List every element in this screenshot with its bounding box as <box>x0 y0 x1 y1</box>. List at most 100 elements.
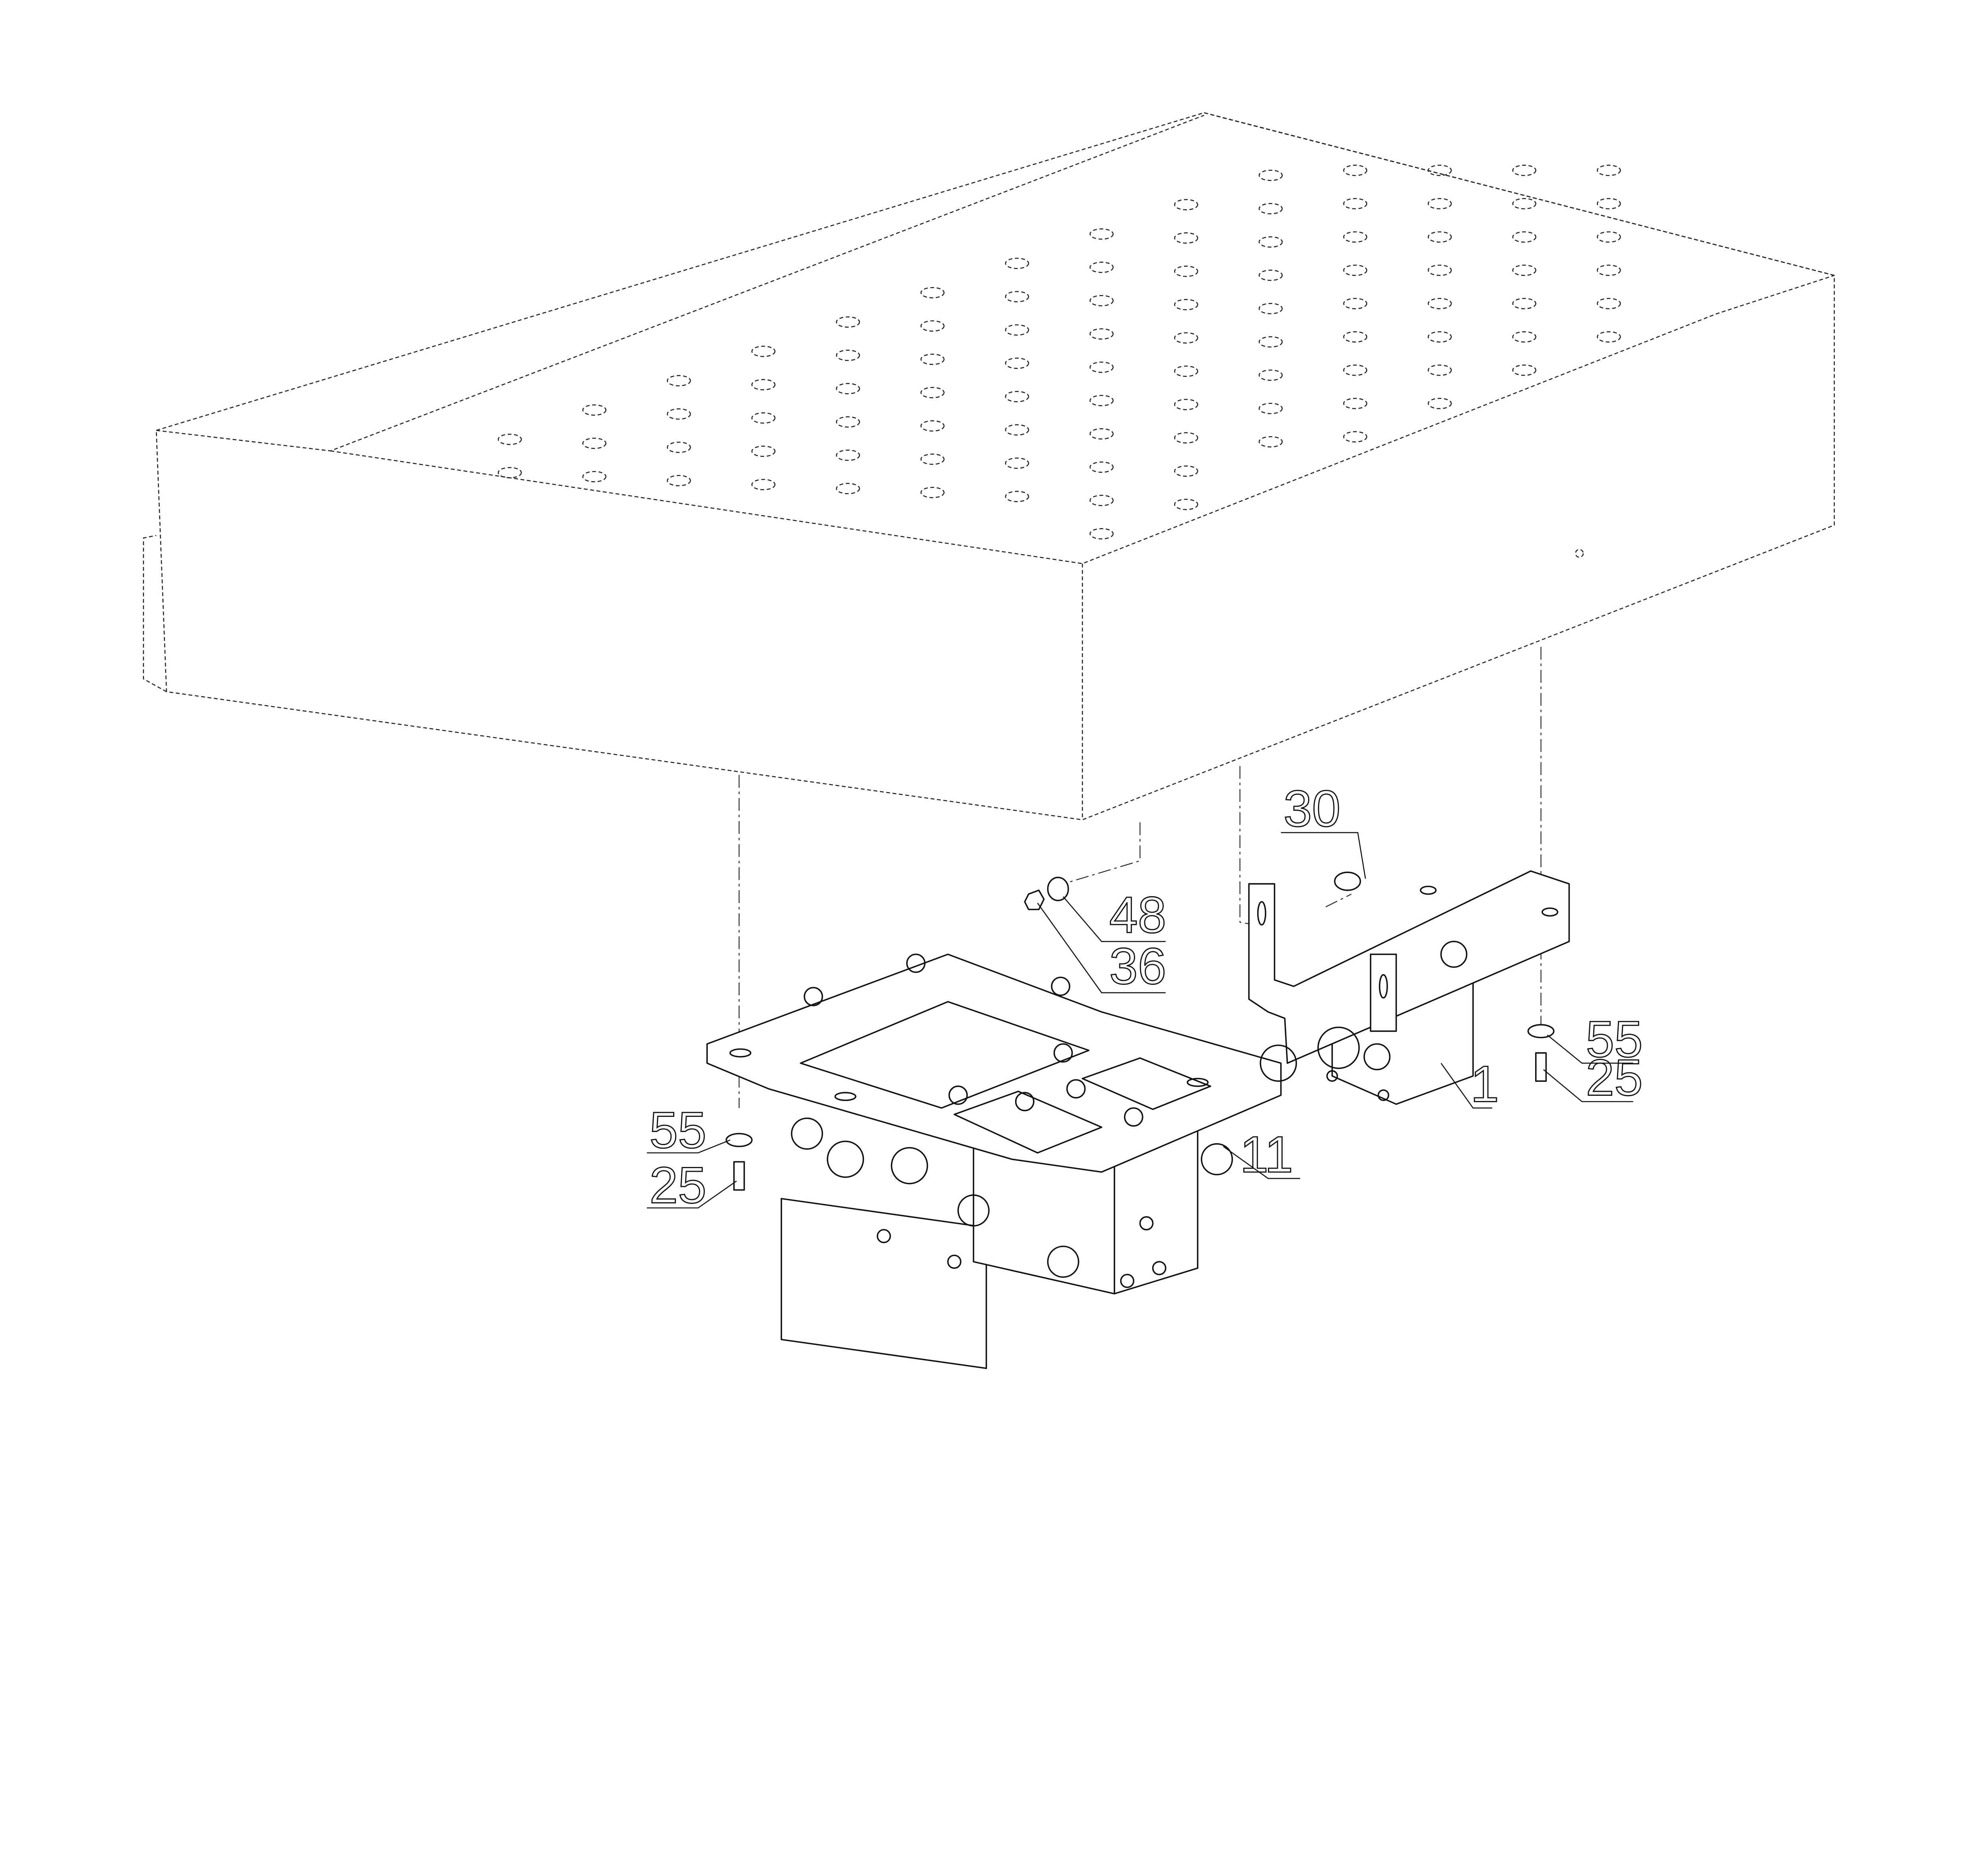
tray-hole <box>836 416 860 428</box>
tray-hole <box>1005 324 1029 336</box>
tray-hole <box>920 320 945 332</box>
tray-hole <box>836 483 860 494</box>
tray-hole <box>1089 495 1114 506</box>
tray-hole <box>1427 298 1452 309</box>
tray-hole <box>1089 528 1114 540</box>
tray-hole <box>1512 298 1537 309</box>
callout-25-right: 25 <box>1586 1049 1642 1107</box>
tray-hole <box>1343 364 1367 376</box>
screw-30 <box>1334 872 1361 891</box>
tray-hole <box>1512 165 1537 176</box>
tray-hole <box>920 487 945 498</box>
tray-hole <box>1089 361 1114 373</box>
tray-hole <box>1258 336 1283 348</box>
tray-hole <box>1597 231 1621 243</box>
tray-hole <box>1343 431 1367 443</box>
tray-hole <box>751 479 776 490</box>
tray-hole <box>1174 199 1198 210</box>
tray-hole <box>582 404 607 416</box>
tray-hole <box>1174 499 1198 510</box>
valve-manifold-assembly-11 <box>706 953 1282 1369</box>
tray-hole <box>667 441 691 453</box>
tray-hole <box>1258 403 1283 414</box>
tray-hole <box>497 467 522 478</box>
tray-hole <box>1089 295 1114 307</box>
tray-hole <box>1005 357 1029 369</box>
callout-1: 1 <box>1470 1056 1499 1113</box>
screw-25-right <box>1535 1052 1547 1082</box>
tray-hole <box>1427 264 1452 276</box>
tray-perforation-holes <box>497 165 1621 540</box>
tray-hole <box>1512 364 1537 376</box>
tray-hole <box>1258 236 1283 248</box>
tray-hole <box>1005 457 1029 469</box>
callout-36: 36 <box>1109 938 1166 995</box>
tray-hole <box>1427 398 1452 409</box>
tray-hole <box>1597 264 1621 276</box>
tray-hole <box>1343 264 1367 276</box>
tray-hole <box>751 379 776 390</box>
washer-55-left <box>725 1133 753 1147</box>
callout-55-right: 55 <box>1586 1011 1642 1068</box>
tray-hole <box>1512 331 1537 343</box>
callout-55-left: 55 <box>649 1102 706 1159</box>
tray-hole <box>920 353 945 365</box>
tray-hole <box>1089 328 1114 340</box>
tray-hole <box>497 433 522 445</box>
tray-hole <box>1258 303 1283 315</box>
tray-hole <box>1005 491 1029 502</box>
tray-hole <box>1089 428 1114 440</box>
tray-hole <box>1089 228 1114 240</box>
tray-hole <box>751 412 776 424</box>
tray-hole <box>920 387 945 398</box>
tray-hole <box>1597 165 1621 176</box>
tray-hole <box>1343 231 1367 243</box>
tray-hole <box>1174 299 1198 311</box>
tray-hole <box>1343 331 1367 343</box>
nut-36 <box>1024 889 1045 911</box>
tray-hole <box>920 453 945 465</box>
tray-hole <box>836 349 860 361</box>
tray-hole <box>1174 399 1198 410</box>
tray-small-hole <box>1575 549 1584 558</box>
tray-hole <box>1512 231 1537 243</box>
tray-hole <box>1512 264 1537 276</box>
tray-hole <box>1005 291 1029 303</box>
tray-hole <box>1343 198 1367 210</box>
tray-hole <box>1258 436 1283 448</box>
drawing-canvas: 30 48 36 55 25 1 11 55 25 <box>143 112 1835 1369</box>
screw-25-left <box>733 1161 745 1191</box>
tray-hole <box>667 475 691 486</box>
perforated-tray <box>143 112 1835 821</box>
callout-leaders <box>646 832 1633 1209</box>
callout-48: 48 <box>1109 886 1166 944</box>
tray-hole <box>1597 198 1621 210</box>
washer-48 <box>1047 877 1069 901</box>
tray-hole <box>582 471 607 482</box>
tray-hole <box>751 346 776 357</box>
tray-hole <box>1258 169 1283 181</box>
callout-25-left: 25 <box>649 1157 706 1214</box>
tray-hole <box>1089 395 1114 406</box>
tray-hole <box>1005 258 1029 269</box>
tray-hole <box>1597 298 1621 309</box>
tray-hole <box>1343 165 1367 176</box>
tray-hole <box>1174 465 1198 477</box>
exploded-view-drawing: 30 48 36 55 25 1 11 55 25 <box>143 112 1835 1369</box>
tray-hole <box>1174 432 1198 444</box>
fasteners <box>725 872 1555 1191</box>
tray-hole <box>836 383 860 394</box>
tray-hole <box>1174 266 1198 277</box>
tray-hole <box>1258 369 1283 381</box>
tray-hole <box>1005 391 1029 402</box>
valve-block-1 <box>1248 870 1570 1105</box>
washer-55-right <box>1527 1024 1555 1039</box>
tray-hole <box>836 316 860 328</box>
tray-hole <box>920 420 945 432</box>
tray-hole <box>1427 331 1452 343</box>
tray-hole <box>1512 198 1537 210</box>
tray-hole <box>1089 262 1114 273</box>
tray-hole <box>1427 198 1452 210</box>
tray-hole <box>1343 298 1367 309</box>
tray-hole <box>1005 424 1029 436</box>
